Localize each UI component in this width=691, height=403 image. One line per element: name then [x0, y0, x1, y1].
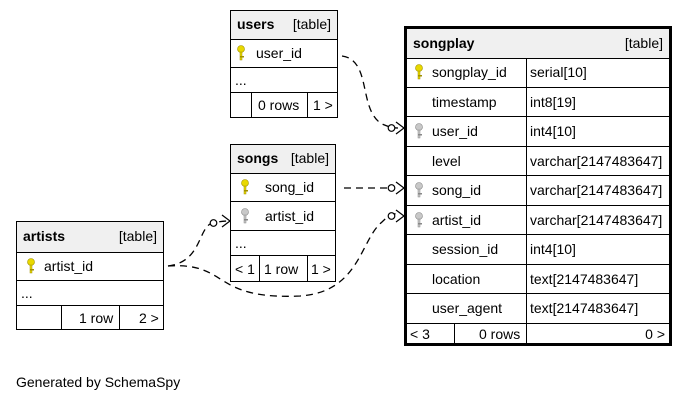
- ellipsis-row: ...: [231, 231, 335, 256]
- children-count[interactable]: 2 >: [139, 309, 159, 326]
- column-row-songplay-id[interactable]: songplay_id serial[10]: [407, 58, 669, 88]
- foreign-key-icon: [415, 211, 423, 227]
- table-name: artists: [23, 228, 66, 244]
- foreign-key-icon: [415, 182, 423, 198]
- column-type: int4[10]: [530, 123, 576, 140]
- column-name: level: [432, 152, 461, 169]
- column-row-level[interactable]: level varchar[2147483647]: [407, 146, 669, 176]
- children-count[interactable]: 1 >: [313, 97, 333, 113]
- primary-key-icon: [27, 258, 35, 274]
- column-type: varchar[2147483647]: [530, 182, 663, 199]
- children-count[interactable]: 0 >: [645, 325, 665, 342]
- column-type: serial[10]: [530, 64, 587, 81]
- column-name: user_id: [432, 123, 478, 140]
- table-name: songs: [237, 150, 279, 166]
- column-type: int8[19]: [530, 93, 576, 110]
- column-type: text[2147483647]: [530, 270, 639, 287]
- column-row-timestamp[interactable]: timestamp int8[19]: [407, 87, 669, 117]
- column-name: artist_id: [265, 208, 315, 224]
- table-kind: [table]: [118, 228, 157, 244]
- table-header: songs [table]: [231, 145, 335, 174]
- ellipsis: ...: [235, 72, 247, 88]
- table-users[interactable]: users [table] user_id ... 0 rows 1 >: [230, 10, 338, 118]
- ellipsis-row: ...: [231, 68, 337, 93]
- column-type: text[2147483647]: [530, 300, 639, 317]
- table-footer: < 1 1 row 1 >: [231, 256, 335, 281]
- primary-key-icon: [415, 64, 423, 80]
- column-name: song_id: [432, 182, 482, 199]
- column-name: session_id: [432, 241, 499, 258]
- column-name: location: [432, 270, 481, 287]
- table-header: users [table]: [231, 11, 337, 40]
- column-row-user-id[interactable]: user_id: [231, 39, 337, 68]
- column-type: int4[10]: [530, 241, 576, 258]
- children-count[interactable]: 1 >: [311, 260, 331, 277]
- ellipsis: ...: [235, 235, 247, 251]
- table-kind: [table]: [624, 35, 663, 51]
- table-artists[interactable]: artists [table] artist_id ... 1 row 2 >: [16, 221, 164, 330]
- edge-users-songplay: [341, 55, 399, 129]
- row-count: 0 rows: [258, 97, 300, 113]
- table-footer: < 3 0 rows 0 >: [407, 323, 669, 344]
- table-header: artists [table]: [17, 222, 163, 253]
- column-row-song-id[interactable]: song_id: [231, 173, 335, 202]
- column-type: varchar[2147483647]: [530, 211, 663, 228]
- generated-by-footer: Generated by SchemaSpy: [16, 374, 181, 390]
- foreign-key-icon: [415, 123, 423, 139]
- table-kind: [table]: [290, 150, 329, 166]
- column-name: timestamp: [432, 93, 497, 110]
- column-name: artist_id: [44, 258, 94, 274]
- column-row-user-agent[interactable]: user_agent text[2147483647]: [407, 294, 669, 324]
- table-songs[interactable]: songs [table] song_id artist_id ... < 1 …: [230, 144, 336, 282]
- column-name: artist_id: [432, 211, 482, 228]
- column-row-artist-id[interactable]: artist_id: [17, 252, 163, 281]
- column-row-song-id[interactable]: song_id varchar[2147483647]: [407, 176, 669, 206]
- row-count: 0 rows: [479, 325, 521, 342]
- table-name: songplay: [413, 35, 475, 51]
- table-name: users: [237, 16, 275, 32]
- parents-count[interactable]: < 1: [235, 260, 255, 277]
- foreign-key-icon: [241, 208, 249, 224]
- ellipsis: ...: [21, 285, 33, 301]
- primary-key-icon: [237, 45, 245, 61]
- edge-artists-songs: [167, 220, 231, 267]
- ellipsis-row: ...: [17, 281, 163, 306]
- table-songplay[interactable]: songplay [table] songplay_id serial[10] …: [404, 26, 672, 346]
- table-footer: 0 rows 1 >: [231, 93, 337, 117]
- edge-artists-songplay: [167, 213, 399, 297]
- column-name: song_id: [265, 179, 315, 195]
- table-header: songplay [table]: [407, 29, 669, 59]
- parents-count[interactable]: < 3: [410, 325, 430, 342]
- column-name: songplay_id: [432, 64, 507, 81]
- column-row-artist-id[interactable]: artist_id varchar[2147483647]: [407, 205, 669, 235]
- column-name: user_id: [256, 45, 302, 61]
- table-footer: 1 row 2 >: [17, 306, 163, 329]
- column-name: user_agent: [432, 300, 503, 317]
- column-type: varchar[2147483647]: [530, 152, 663, 169]
- column-row-session-id[interactable]: session_id int4[10]: [407, 235, 669, 265]
- row-count: 1 row: [79, 309, 114, 326]
- table-kind: [table]: [292, 16, 331, 32]
- column-row-user-id[interactable]: user_id int4[10]: [407, 117, 669, 147]
- column-row-location[interactable]: location text[2147483647]: [407, 264, 669, 294]
- primary-key-icon: [241, 179, 249, 195]
- column-row-artist-id[interactable]: artist_id: [231, 202, 335, 231]
- row-count: 1 row: [264, 260, 299, 277]
